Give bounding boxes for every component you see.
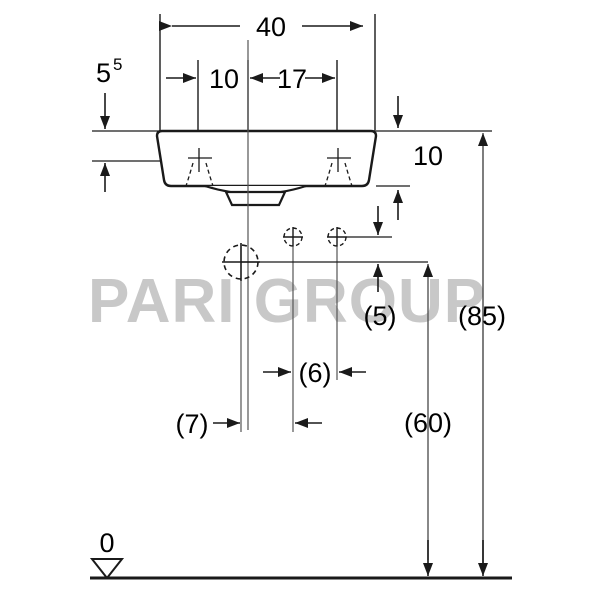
offset-5-superscript: 5 xyxy=(113,55,122,74)
offset-5-label: 5 xyxy=(96,58,111,88)
rim-85-label: (85) xyxy=(458,301,506,331)
dimension-pipe-spacing: (6) xyxy=(263,358,366,388)
drain-stub xyxy=(224,190,287,207)
watermark: PARI GROUP xyxy=(88,267,486,336)
pipe-connection-right xyxy=(327,227,347,247)
width-40-label-bg xyxy=(240,8,302,44)
basin-outline xyxy=(155,129,378,188)
seg-17-label: 17 xyxy=(277,64,307,94)
datum-zero-label: 0 xyxy=(99,528,114,558)
height-10-label: 10 xyxy=(413,141,443,171)
tap-hole-left xyxy=(185,148,214,187)
dimension-basin-height: 10 xyxy=(376,96,492,220)
seg-10-label: 10 xyxy=(209,64,239,94)
dimension-rim-height: (85) xyxy=(458,133,506,576)
dimension-overall-width: 40 xyxy=(159,8,363,44)
datum-triangle-icon xyxy=(89,558,125,580)
pipe-connection-left xyxy=(283,227,303,247)
dimension-waste-height: (60) xyxy=(404,264,452,576)
dimension-drain-offset: (7) xyxy=(176,409,322,439)
drain-stub-outline xyxy=(224,190,287,207)
dimension-left-segment: 10 xyxy=(166,64,239,94)
pipe-6-label: (6) xyxy=(299,358,332,388)
tap-hole-right xyxy=(324,148,353,187)
waste-60-label: (60) xyxy=(404,408,452,438)
washbasin-body xyxy=(155,129,378,188)
dimension-right-segment: 17 xyxy=(250,64,335,94)
datum-marker: 0 xyxy=(89,528,125,580)
width-40-label: 40 xyxy=(256,12,286,42)
drain-7-label: (7) xyxy=(176,409,209,439)
watermark-label: PARI GROUP xyxy=(88,267,486,336)
dimension-waste-offset: (5) xyxy=(364,206,397,331)
waste-5-label: (5) xyxy=(364,301,397,331)
lower-reference-lines xyxy=(241,236,428,263)
